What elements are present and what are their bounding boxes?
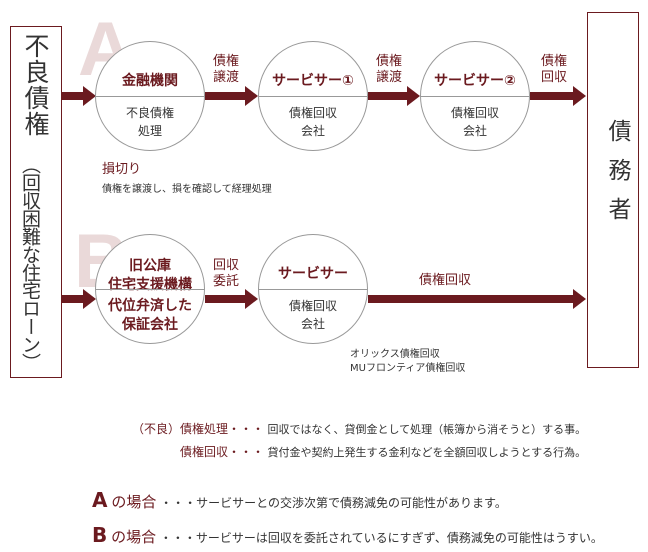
- note-loss-cut-text: 債権を譲渡し、損を確認して経理処理: [102, 184, 272, 195]
- circle-servicer-b: サービサー 債権回収会社: [258, 234, 368, 344]
- debtor-title: 債務者: [604, 119, 630, 236]
- case-a: A の場合 ・・・サービサーとの交渉次第で債務減免の可能性があります。: [92, 488, 507, 512]
- arrow-a0: [62, 86, 96, 106]
- arrow-a1-label: 債権譲渡: [212, 54, 239, 85]
- case-b: B の場合 ・・・サービサーは回収を委託されているにすぎず、債務減免の可能性はう…: [92, 523, 603, 547]
- circle-servicer-1: サービサー① 債権回収会社: [258, 41, 368, 151]
- definition-debt-disposal: （不良）債権処理・・・ 回収ではなく、貸倒金として処理（帳簿から消そうと）する事…: [132, 422, 587, 436]
- bad-debt-box: 不良債権 （回収困難な住宅ローン）: [10, 26, 62, 378]
- arrow-a1: [205, 86, 258, 106]
- arrow-a3: [530, 86, 586, 106]
- arrow-a3-label: 債権回収: [540, 54, 567, 85]
- arrow-a2: [368, 86, 420, 106]
- arrow-b1-label: 回収委託: [212, 258, 239, 289]
- definition-debt-collection: 債権回収・・・ 貸付金や契約上発生する金利などを全額回収しようとする行為。: [180, 445, 587, 459]
- arrow-a2-label: 債権譲渡: [375, 54, 402, 85]
- arrow-b0: [62, 289, 96, 309]
- debtor-box: 債務者: [587, 12, 639, 368]
- circle-guarantor: 旧公庫住宅支援機構 代位弁済した保証会社: [95, 234, 205, 344]
- bad-debt-title: 不良債権: [21, 33, 50, 137]
- servicer-companies: オリックス債権回収 MUフロンティア債権回収: [350, 349, 466, 374]
- circle-financial-institution: 金融機関 不良債権処理: [95, 41, 205, 151]
- note-loss-cut: 損切り: [102, 162, 142, 177]
- arrow-b2-label: 債権回収: [418, 273, 471, 288]
- bad-debt-subtitle: （回収困難な住宅ローン）: [19, 155, 41, 371]
- arrow-b2: [368, 289, 586, 309]
- circle-servicer-2: サービサー② 債権回収会社: [420, 41, 530, 151]
- arrow-b1: [205, 289, 258, 309]
